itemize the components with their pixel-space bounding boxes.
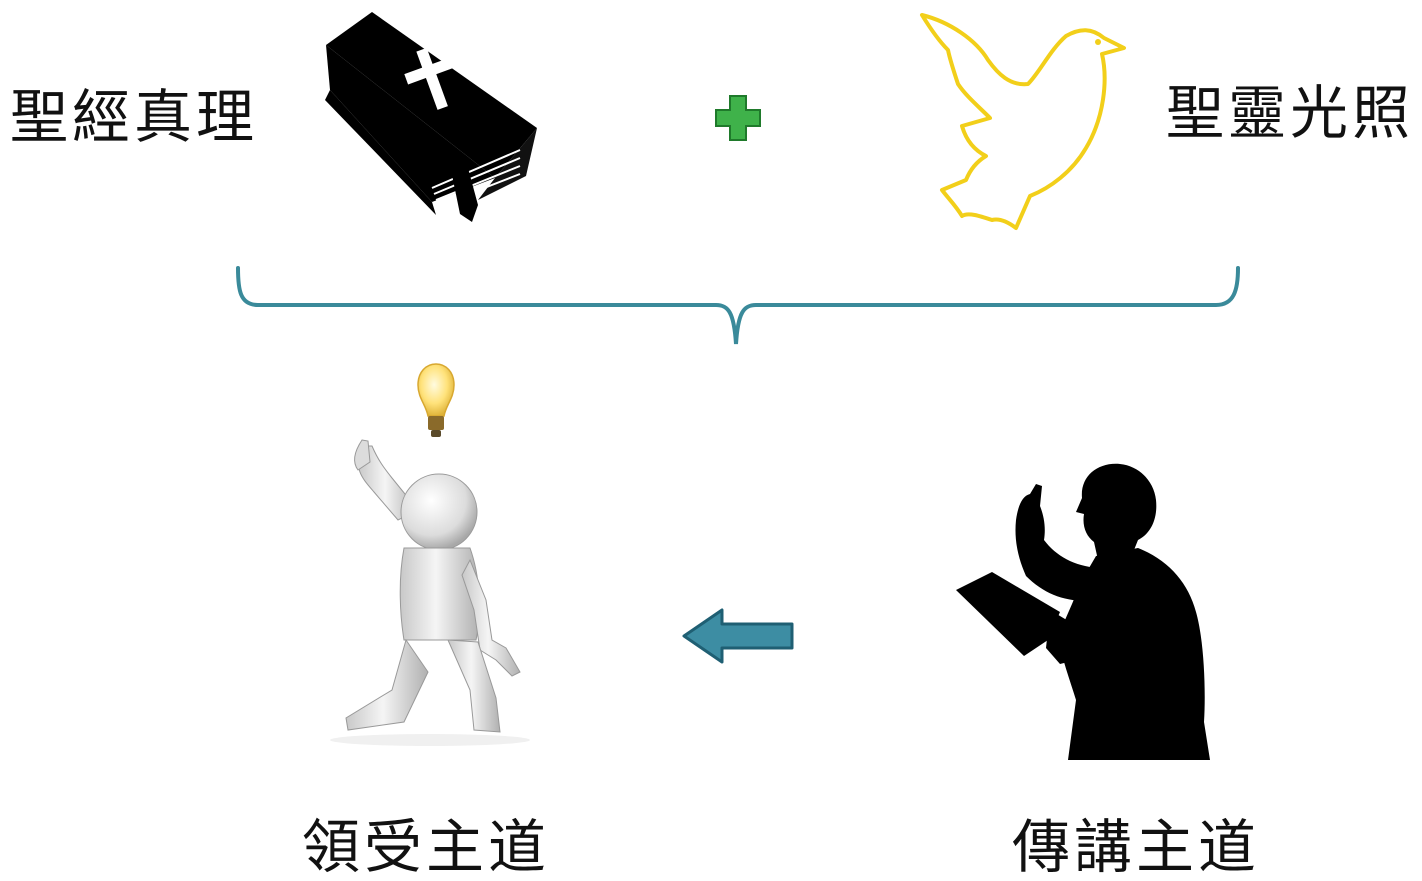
- plus-icon: [715, 95, 761, 141]
- bible-icon: [325, 12, 537, 222]
- preacher-silhouette-icon: [956, 463, 1210, 760]
- dove-icon: [920, 13, 1126, 230]
- person-idea-icon: [330, 439, 530, 746]
- scripture-truth-label: 聖經真理: [10, 83, 259, 151]
- lightbulb-icon: [417, 363, 455, 437]
- left-arrow-icon: [682, 608, 794, 664]
- curly-brace: [236, 266, 1240, 345]
- preach-word-label: 傳講主道: [1012, 813, 1261, 881]
- spirit-illumination-label: 聖靈光照: [1166, 79, 1415, 147]
- receive-word-label: 領受主道: [302, 813, 551, 881]
